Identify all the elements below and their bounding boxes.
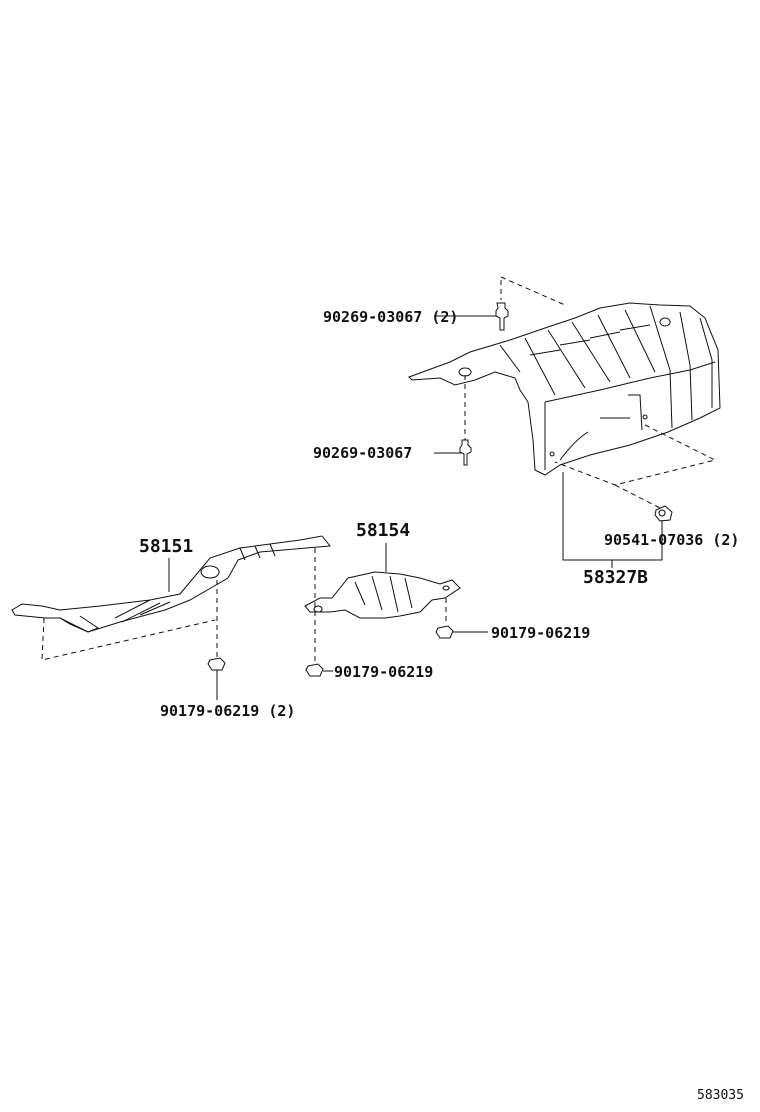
part-58154-drawing [304, 543, 461, 625]
nut-icon [305, 663, 333, 677]
part-label-90541-07036-x2[interactable]: 90541-07036 (2) [604, 531, 740, 549]
part-58327B-drawing [408, 276, 721, 509]
grommet-icon [654, 505, 673, 522]
part-label-90179-06219-x2[interactable]: 90179-06219 (2) [160, 702, 296, 720]
part-label-58151[interactable]: 58151 [139, 536, 194, 557]
part-label-58154[interactable]: 58154 [356, 520, 411, 541]
part-label-90179-06219-b[interactable]: 90179-06219 [334, 663, 434, 681]
part-label-90269-03067-x2[interactable]: 90269-03067 (2) [323, 308, 459, 326]
part-label-58327B[interactable]: 58327B [583, 567, 649, 588]
figure-number: 583035 [697, 1088, 744, 1103]
nut-icon [207, 657, 226, 700]
clip-pin-icon [495, 302, 509, 331]
clip-pin-icon [459, 439, 472, 466]
part-label-90179-06219-a[interactable]: 90179-06219 [491, 624, 591, 642]
nut-icon [435, 625, 488, 639]
part-label-90269-03067[interactable]: 90269-03067 [313, 444, 413, 462]
